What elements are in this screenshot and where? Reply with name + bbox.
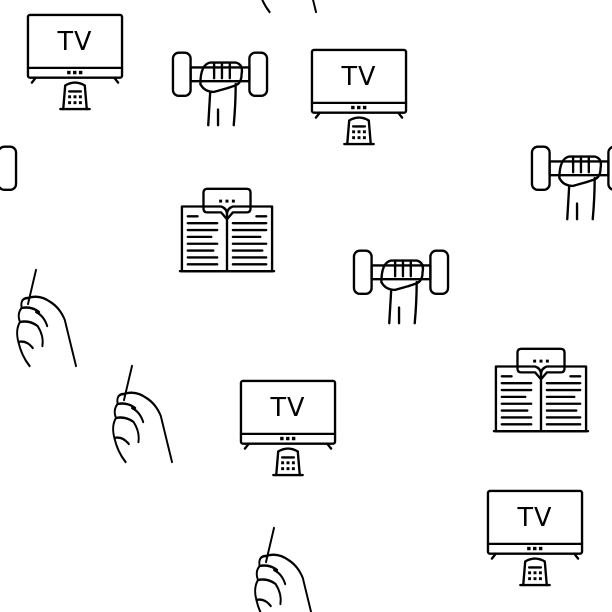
dumbbell-hand-icon [0,142,18,192]
tv-label: TV [517,503,553,533]
tv-remote-icon: TV [310,47,408,147]
knitting-hand-icon [12,268,92,368]
knitting-hand-icon [108,364,188,464]
open-book-speech-icon [492,346,590,436]
tv-remote-icon: TV [26,12,124,112]
tv-remote-icon: TV [239,378,337,478]
open-book-speech-icon [178,186,276,276]
dumbbell-hand-icon [352,246,450,326]
tv-label: TV [341,62,377,92]
dumbbell-hand-icon [530,142,612,222]
knitting-hand-icon [250,526,330,612]
tv-remote-icon: TV [486,488,584,588]
knitting-hand-icon [252,0,332,14]
tv-label: TV [57,27,93,57]
dumbbell-hand-icon [171,48,269,128]
tv-label: TV [270,393,306,423]
